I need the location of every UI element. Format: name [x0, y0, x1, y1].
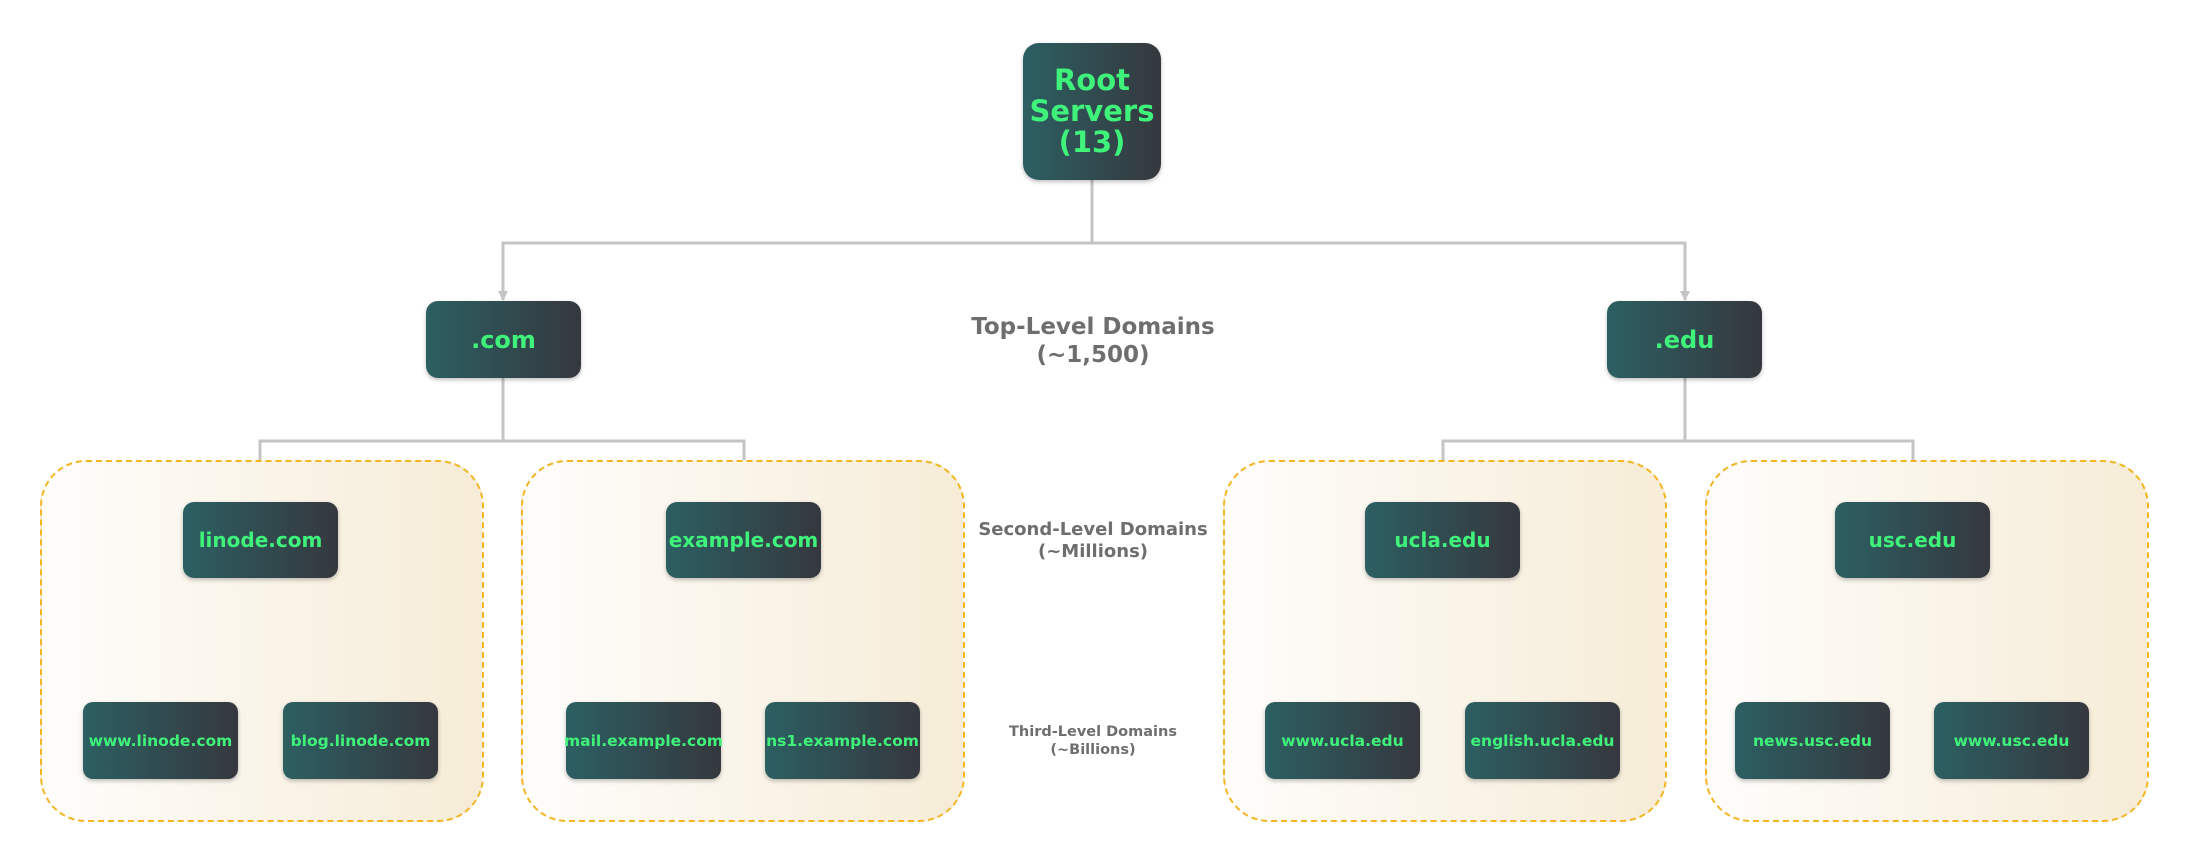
sld-node-example-com: example.com: [666, 502, 821, 578]
sld-node-usc-edu: usc.edu: [1835, 502, 1990, 578]
third-level-node-blog-linode-com: blog.linode.com: [283, 702, 438, 779]
sld-node-linode-com: linode.com: [183, 502, 338, 578]
third-level-node-ns1-example-com: ns1.example.com: [765, 702, 920, 779]
root-servers-node: Root Servers (13): [1023, 43, 1161, 180]
third-level-node-www-ucla-edu: www.ucla.edu: [1265, 702, 1420, 779]
tld-node-com: .com: [426, 301, 581, 378]
third-level-node-www-linode-com: www.linode.com: [83, 702, 238, 779]
third-level-node-english-ucla-edu: english.ucla.edu: [1465, 702, 1620, 779]
connector-root-to-edu: [1090, 180, 1690, 301]
third-level-node-www-usc-edu: www.usc.edu: [1934, 702, 2089, 779]
third-level-node-mail-example-com: mail.example.com: [564, 702, 723, 779]
third-level-domains-label: Third-Level Domains (~Billions): [1009, 724, 1177, 758]
connector-root-to-com: [498, 180, 1094, 301]
tld-node-edu: .edu: [1607, 301, 1762, 378]
top-level-domains-label: Top-Level Domains (~1,500): [971, 314, 1215, 368]
second-level-domains-label: Second-Level Domains (~Millions): [978, 519, 1208, 562]
third-level-node-news-usc-edu: news.usc.edu: [1735, 702, 1890, 779]
sld-node-ucla-edu: ucla.edu: [1365, 502, 1520, 578]
